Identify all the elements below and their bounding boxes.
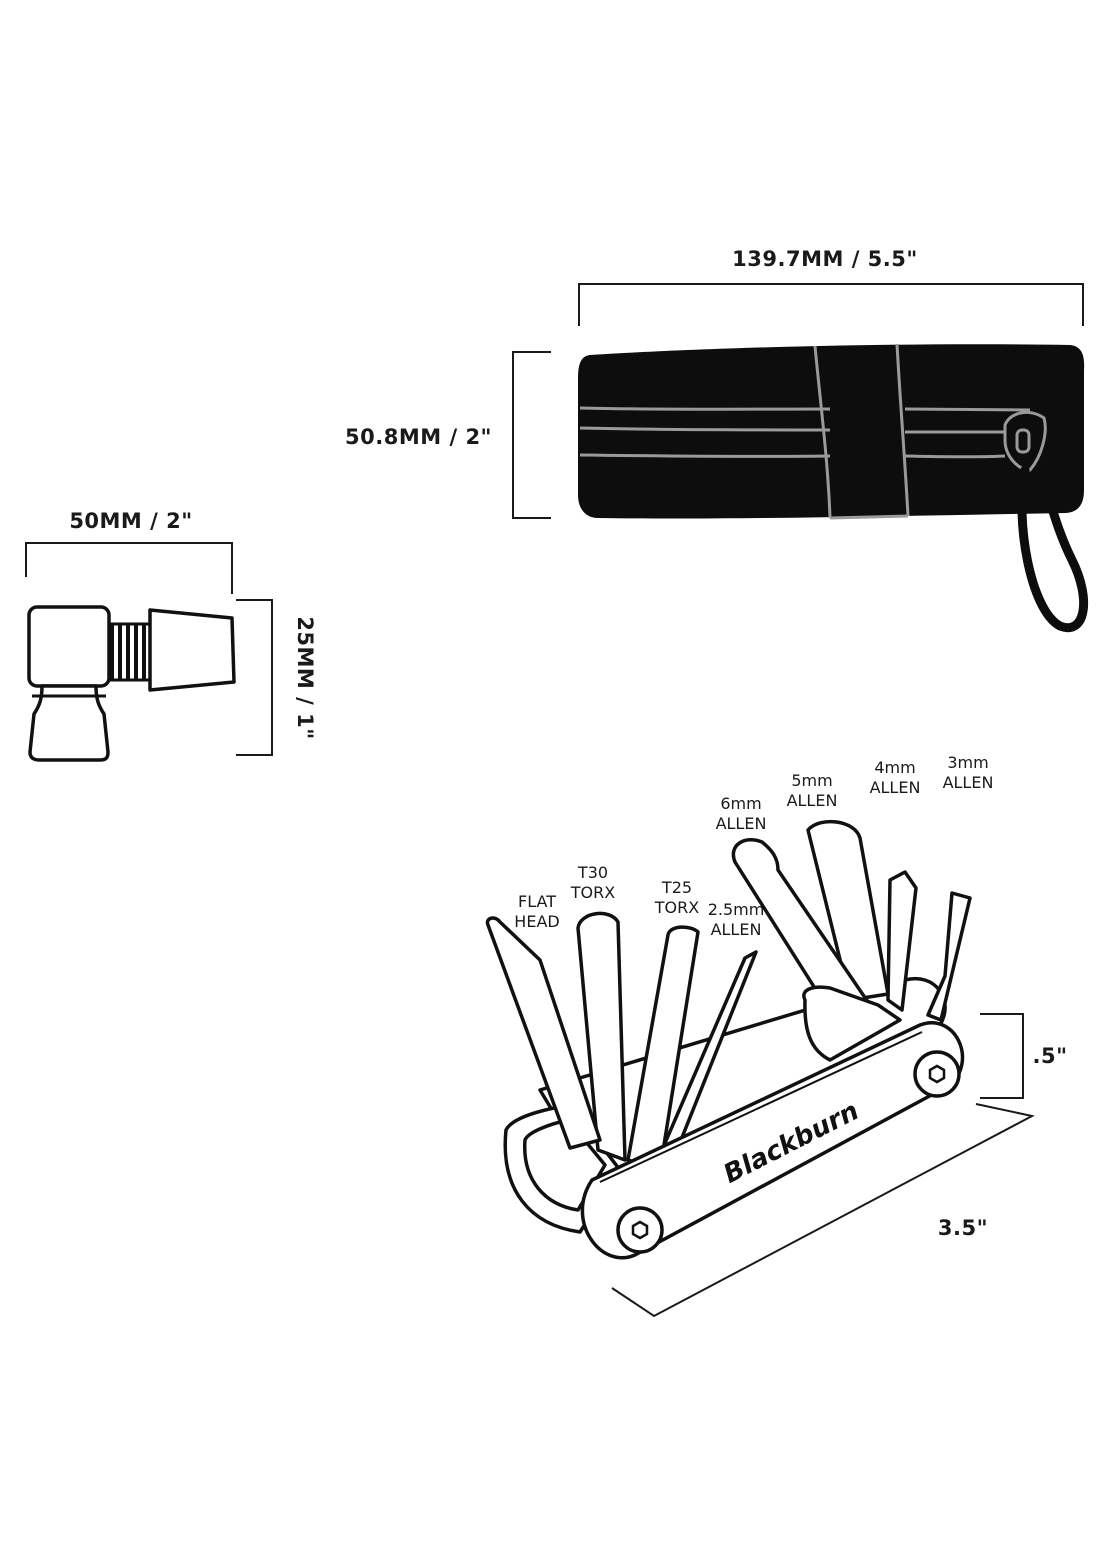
- multi-tool: .5" 3.5" Blackburn: [485, 819, 1067, 1318]
- buckle-slot: [1015, 428, 1031, 454]
- tool-roll-bag: 139.7MM / 5.5" 50.8MM / 2": [345, 247, 1089, 633]
- bolt-left-hex-icon: [631, 1220, 649, 1240]
- tool-thickness-bracket: [980, 1013, 1024, 1099]
- bit-t25-torx: [626, 925, 700, 1172]
- inflator-head: [27, 605, 111, 688]
- roll-height-bracket: [512, 351, 551, 519]
- inflator-height-bracket: [236, 599, 273, 756]
- bit-3mm-allen: [926, 891, 972, 1022]
- tool-length-label: 3.5": [938, 1216, 988, 1240]
- bit-5mm-allen: [806, 819, 890, 1002]
- tool-label-line2: TORX: [570, 883, 615, 902]
- tool-label-line2: ALLEN: [870, 778, 921, 797]
- tool-label-line2: ALLEN: [716, 814, 767, 833]
- bag-stripe: [579, 406, 831, 411]
- tool-label-line1: 3mm: [947, 753, 988, 772]
- bolt-right-hex-icon: [928, 1064, 946, 1084]
- tool-label-line2: ALLEN: [711, 920, 762, 939]
- bag-buckle: [1003, 410, 1047, 472]
- bit-t30-torx: [576, 911, 627, 1162]
- inflator-base: [28, 684, 110, 762]
- bag-pull-loop: [1017, 465, 1089, 633]
- tool-label-line1: 5mm: [791, 771, 832, 790]
- bolt-right: [913, 1050, 961, 1098]
- inflator-height-label: 25MM / 1": [293, 616, 317, 739]
- roll-height-label: 50.8MM / 2": [345, 425, 492, 449]
- tool-label-line1: T25: [661, 878, 692, 897]
- tool-hinge-right: [802, 985, 902, 1062]
- bag-strap-edge: [895, 343, 910, 517]
- tool-thickness-label: .5": [1032, 1044, 1067, 1068]
- bag-stripe: [904, 454, 1006, 459]
- tool-label-line2: HEAD: [514, 912, 559, 931]
- inflator-spring: [104, 622, 154, 682]
- tool-label-line1: 2.5mm: [708, 900, 765, 919]
- tool-label-line2: TORX: [654, 898, 699, 917]
- bag-body: [578, 344, 1085, 519]
- tool-label-line1: 6mm: [720, 794, 761, 813]
- inflator-nozzle: [148, 608, 236, 692]
- inflator-width-label: 50MM / 2": [69, 509, 192, 533]
- bit-6mm-allen: [731, 838, 872, 1022]
- tool-labels: FLAT HEAD T30 TORX T25 TORX 2.5mm ALLEN …: [514, 753, 993, 939]
- tool-label-line2: ALLEN: [787, 791, 838, 810]
- tool-label-line1: FLAT: [518, 892, 556, 911]
- tool-label-line1: 4mm: [874, 758, 915, 777]
- tool-length-bracket: [611, 1103, 1035, 1318]
- bag-strap-edge: [829, 514, 909, 520]
- bag-stripe: [904, 407, 1031, 412]
- inflator-width-bracket: [25, 542, 233, 594]
- plate-edge: [599, 1031, 923, 1183]
- tool-label-line2: ALLEN: [943, 773, 994, 792]
- roll-width-bracket: [578, 283, 1084, 326]
- bag-stripe: [579, 426, 831, 432]
- bag-strap-edge: [813, 345, 832, 519]
- tool-label-line1: T30: [577, 863, 608, 882]
- bag-stripe: [579, 453, 831, 458]
- bit-4mm-allen: [886, 870, 918, 1012]
- bit-flat-head: [485, 916, 602, 1150]
- roll-width-label: 139.7MM / 5.5": [732, 247, 918, 271]
- co2-inflator: 50MM / 2" 25MM / 1": [25, 509, 317, 762]
- tool-front-plate: [580, 1021, 965, 1260]
- bolt-left: [616, 1206, 664, 1254]
